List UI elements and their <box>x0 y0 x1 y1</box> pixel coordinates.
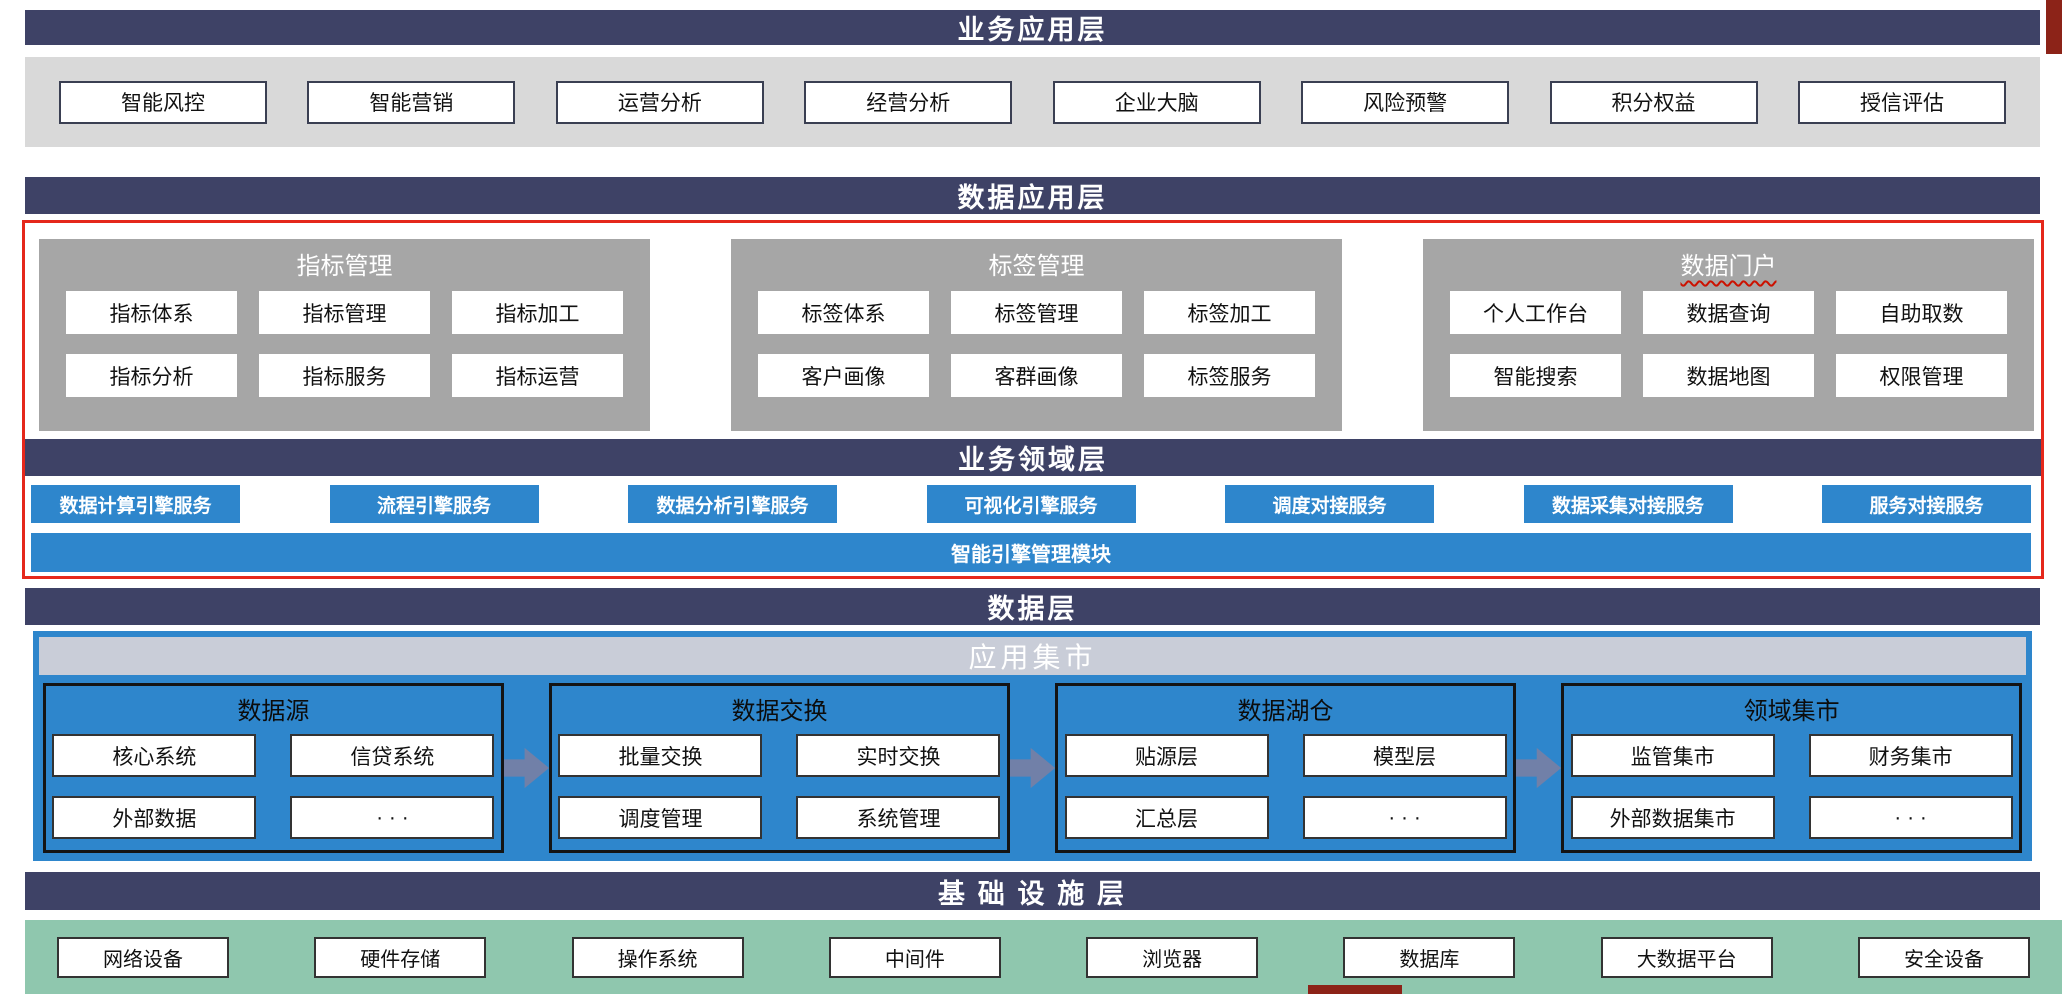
panel-data-lakehouse: 数据湖仓 贴源层 模型层 汇总层 · · · <box>1055 683 1516 853</box>
panel-title: 领域集市 <box>1743 699 1840 725</box>
node-box: 标签服务 <box>1144 354 1315 397</box>
node-box: 积分权益 <box>1549 80 1758 124</box>
node-box: 汇总层 <box>1064 796 1269 839</box>
node-box: · · · <box>1302 796 1507 839</box>
service-chip: 服务对接服务 <box>1822 485 2031 523</box>
panel-title: 数据交换 <box>731 699 828 725</box>
panel-domain-mart: 领域集市 监管集市 财务集市 外部数据集市 · · · <box>1561 683 2022 853</box>
highlight-red-frame: 指标管理 指标体系 指标管理 指标加工 指标分析 指标服务 指标运营 标签管理 … <box>22 220 2044 579</box>
node-box: 智能营销 <box>307 80 516 124</box>
node-box: 实时交换 <box>796 734 1001 777</box>
infrastructure-band: 网络设备 硬件存储 操作系统 中间件 浏览器 数据库 大数据平台 安全设备 <box>25 920 2062 994</box>
node-box: 客群画像 <box>951 354 1122 397</box>
node-box: 核心系统 <box>52 734 257 777</box>
panel-grid: 批量交换 实时交换 调度管理 系统管理 <box>552 734 1007 839</box>
business-app-band: 智能风控 智能营销 运营分析 经营分析 企业大脑 风险预警 积分权益 授信评估 <box>25 57 2040 147</box>
panel-grid: 监管集市 财务集市 外部数据集市 · · · <box>1564 734 2019 839</box>
layer-header-data: 数据层 <box>25 588 2040 625</box>
panel-grid: 贴源层 模型层 汇总层 · · · <box>1058 734 1513 839</box>
service-chip: 可视化引擎服务 <box>926 485 1136 523</box>
application-mart-header: 应用集市 <box>39 637 2026 675</box>
service-chip: 数据分析引擎服务 <box>628 485 837 523</box>
node-box: 数据地图 <box>1643 354 1814 397</box>
panel-title: 数据源 <box>237 699 310 725</box>
edge-sliver-top-right <box>2046 0 2062 54</box>
node-box: 模型层 <box>1302 734 1507 777</box>
engine-services-row: 数据计算引擎服务 流程引擎服务 数据分析引擎服务 可视化引擎服务 调度对接服务 … <box>31 485 2031 523</box>
panel-indicator-management: 指标管理 指标体系 指标管理 指标加工 指标分析 指标服务 指标运营 <box>39 239 650 431</box>
edge-sliver-bottom <box>1308 985 1402 994</box>
node-box: 浏览器 <box>1086 936 1259 978</box>
node-box: 批量交换 <box>558 734 763 777</box>
panel-data-source: 数据源 核心系统 信贷系统 外部数据 · · · <box>43 683 504 853</box>
node-box: 数据查询 <box>1643 291 1814 334</box>
panel-title: 标签管理 <box>988 254 1085 280</box>
engine-management-bar: 智能引擎管理模块 <box>31 533 2031 572</box>
node-box: 中间件 <box>828 936 1001 978</box>
node-box: · · · <box>1808 796 2013 839</box>
node-box: 运营分析 <box>555 80 764 124</box>
node-box: 操作系统 <box>571 936 744 978</box>
node-box: 网络设备 <box>57 936 229 978</box>
node-box: 贴源层 <box>1064 734 1269 777</box>
panel-grid: 指标体系 指标管理 指标加工 指标分析 指标服务 指标运营 <box>39 291 650 397</box>
panel-data-exchange: 数据交换 批量交换 实时交换 调度管理 系统管理 <box>549 683 1010 853</box>
panel-grid: 标签体系 标签管理 标签加工 客户画像 客群画像 标签服务 <box>731 291 1342 397</box>
layer-header-business-app: 业务应用层 <box>25 10 2040 45</box>
service-chip: 流程引擎服务 <box>329 485 539 523</box>
service-chip: 数据采集对接服务 <box>1523 485 1733 523</box>
layer-header-data-app: 数据应用层 <box>25 177 2040 214</box>
node-box: 指标分析 <box>66 354 237 397</box>
node-box: 外部数据 <box>52 796 257 839</box>
node-box: 外部数据集市 <box>1570 796 1775 839</box>
node-box: 标签管理 <box>951 291 1122 334</box>
node-box: 经营分析 <box>804 80 1013 124</box>
node-box: 权限管理 <box>1836 354 2007 397</box>
node-box: 调度管理 <box>558 796 763 839</box>
node-box: 标签加工 <box>1144 291 1315 334</box>
node-box: 指标加工 <box>452 291 623 334</box>
node-box: 硬件存储 <box>314 936 487 978</box>
node-box: 安全设备 <box>1857 936 2030 978</box>
node-box: 财务集市 <box>1808 734 2013 777</box>
flow-arrow-icon <box>1515 747 1562 789</box>
node-box: 系统管理 <box>796 796 1001 839</box>
node-box: 指标体系 <box>66 291 237 334</box>
node-box: 智能风控 <box>59 80 267 124</box>
node-box: 企业大脑 <box>1052 80 1261 124</box>
node-box: 指标运营 <box>452 354 623 397</box>
node-box: 授信评估 <box>1797 80 2006 124</box>
node-box: 标签体系 <box>758 291 929 334</box>
node-box: 个人工作台 <box>1450 291 1621 334</box>
flow-arrow-icon <box>503 747 550 789</box>
panel-data-portal: 数据门户 个人工作台 数据查询 自助取数 智能搜索 数据地图 权限管理 <box>1423 239 2034 431</box>
panel-grid: 核心系统 信贷系统 外部数据 · · · <box>46 734 501 839</box>
node-box: 数据库 <box>1343 936 1516 978</box>
node-box: 监管集市 <box>1570 734 1775 777</box>
flow-arrow-icon <box>1009 747 1056 789</box>
service-chip: 调度对接服务 <box>1225 485 1434 523</box>
data-layer-container: 应用集市 数据源 核心系统 信贷系统 外部数据 · · · 数据交换 批量交换 … <box>33 631 2032 861</box>
panel-grid: 个人工作台 数据查询 自助取数 智能搜索 数据地图 权限管理 <box>1423 291 2034 397</box>
node-box: 自助取数 <box>1836 291 2007 334</box>
node-box: 信贷系统 <box>290 734 495 777</box>
node-box: 指标服务 <box>259 354 430 397</box>
node-box: 智能搜索 <box>1450 354 1621 397</box>
panel-title: 指标管理 <box>296 254 393 280</box>
data-flow-row: 数据源 核心系统 信贷系统 外部数据 · · · 数据交换 批量交换 实时交换 … <box>43 683 2022 853</box>
panel-title: 数据湖仓 <box>1237 699 1334 725</box>
node-box: 指标管理 <box>259 291 430 334</box>
service-chip: 数据计算引擎服务 <box>31 485 240 523</box>
node-box: 大数据平台 <box>1600 936 1773 978</box>
panel-title: 数据门户 <box>1680 254 1777 280</box>
panel-tag-management: 标签管理 标签体系 标签管理 标签加工 客户画像 客群画像 标签服务 <box>731 239 1342 431</box>
layer-header-business-domain: 业务领域层 <box>25 439 2041 476</box>
node-box: 客户画像 <box>758 354 929 397</box>
node-box: 风险预警 <box>1301 80 1510 124</box>
layer-header-infrastructure: 基 础 设 施 层 <box>25 872 2040 910</box>
node-box: · · · <box>290 796 495 839</box>
